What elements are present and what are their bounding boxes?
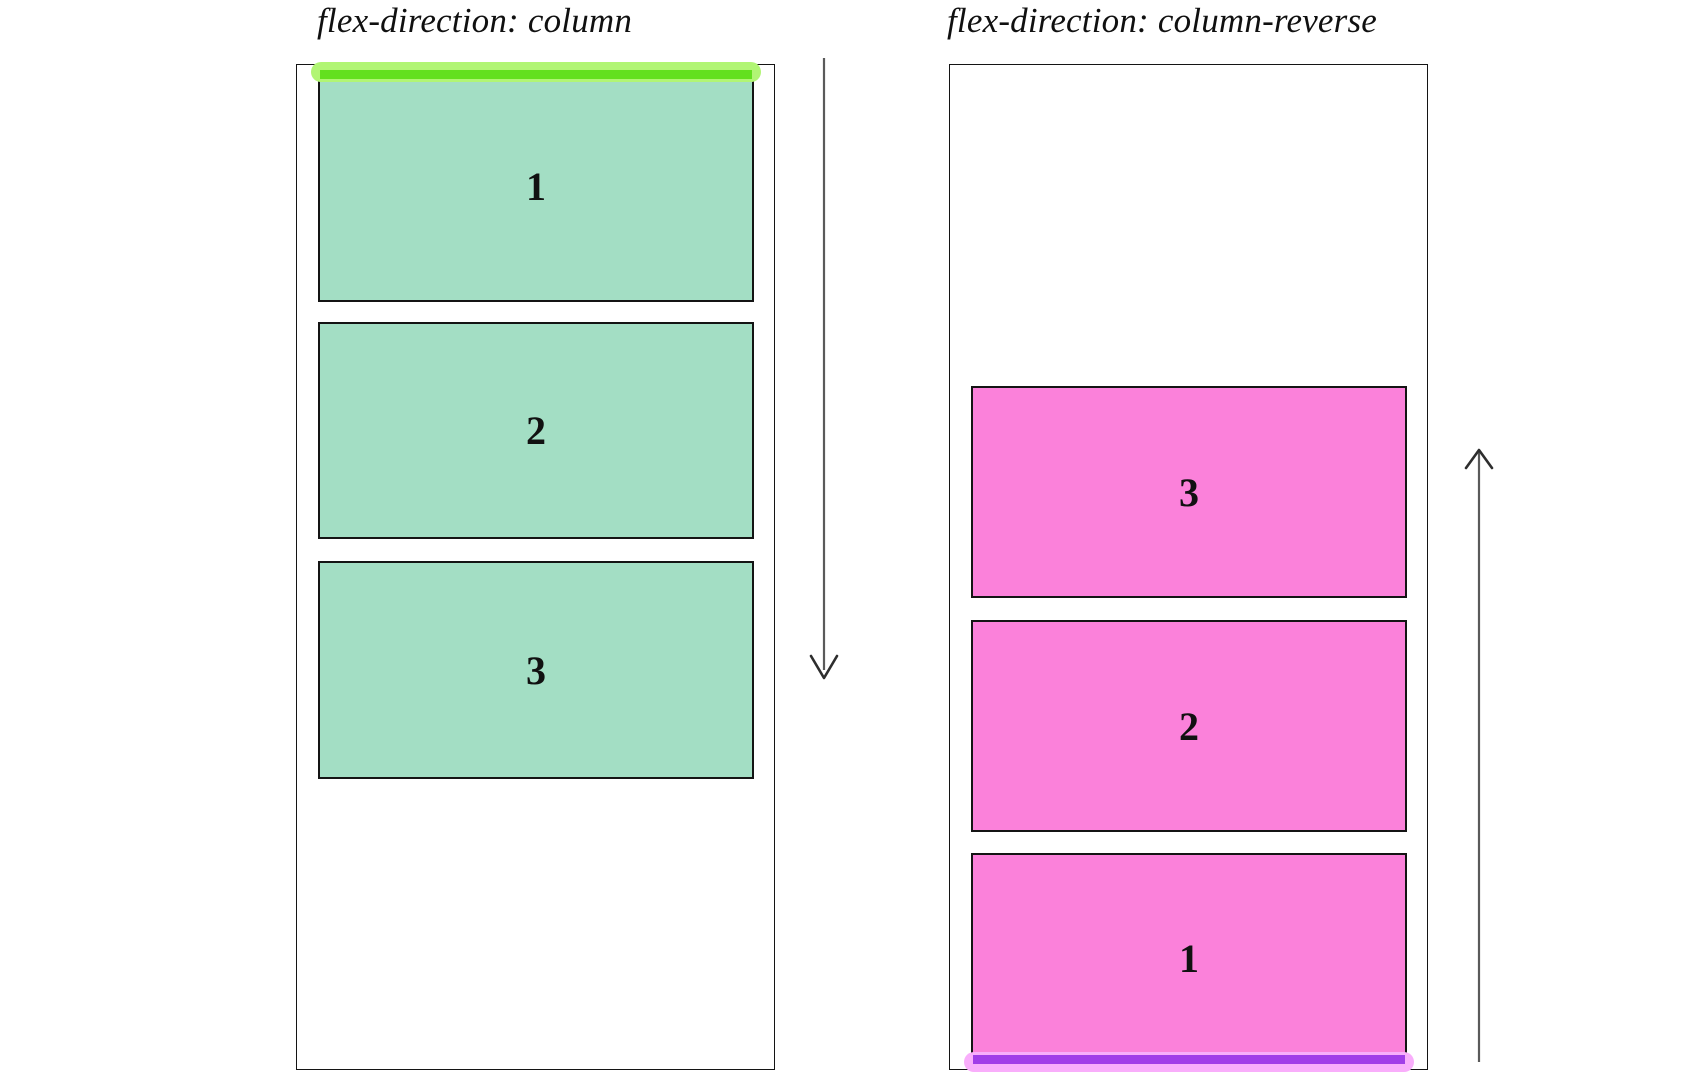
flex-item-2: 2	[971, 620, 1407, 832]
flex-item-label: 3	[1179, 469, 1199, 515]
flex-item-label: 1	[526, 164, 546, 209]
flex-item-label: 2	[1179, 703, 1199, 749]
main-start-marker	[311, 62, 761, 82]
flex-container-column: 1 2 3	[296, 62, 775, 1070]
flex-item-label: 2	[526, 408, 546, 453]
flex-item-label: 1	[1179, 935, 1199, 981]
flex-item-2: 2	[318, 322, 754, 539]
main-start-marker-core	[973, 1055, 1405, 1064]
main-axis-arrow-up-icon	[1464, 448, 1494, 1062]
flex-item-3: 3	[971, 386, 1407, 598]
panel-title-column-reverse: flex-direction: column-reverse	[947, 1, 1378, 40]
flex-item-label: 3	[526, 647, 546, 693]
main-axis-arrow-down-icon	[809, 58, 839, 680]
panel-title-column: flex-direction: column	[317, 1, 633, 40]
flex-item-1: 1	[311, 62, 761, 302]
flex-container-column-reverse: 1 2 3	[949, 64, 1428, 1072]
main-start-marker-core	[320, 70, 752, 79]
flex-item-1: 1	[964, 853, 1414, 1072]
flex-item-3: 3	[318, 561, 754, 779]
main-start-marker	[964, 1052, 1414, 1072]
